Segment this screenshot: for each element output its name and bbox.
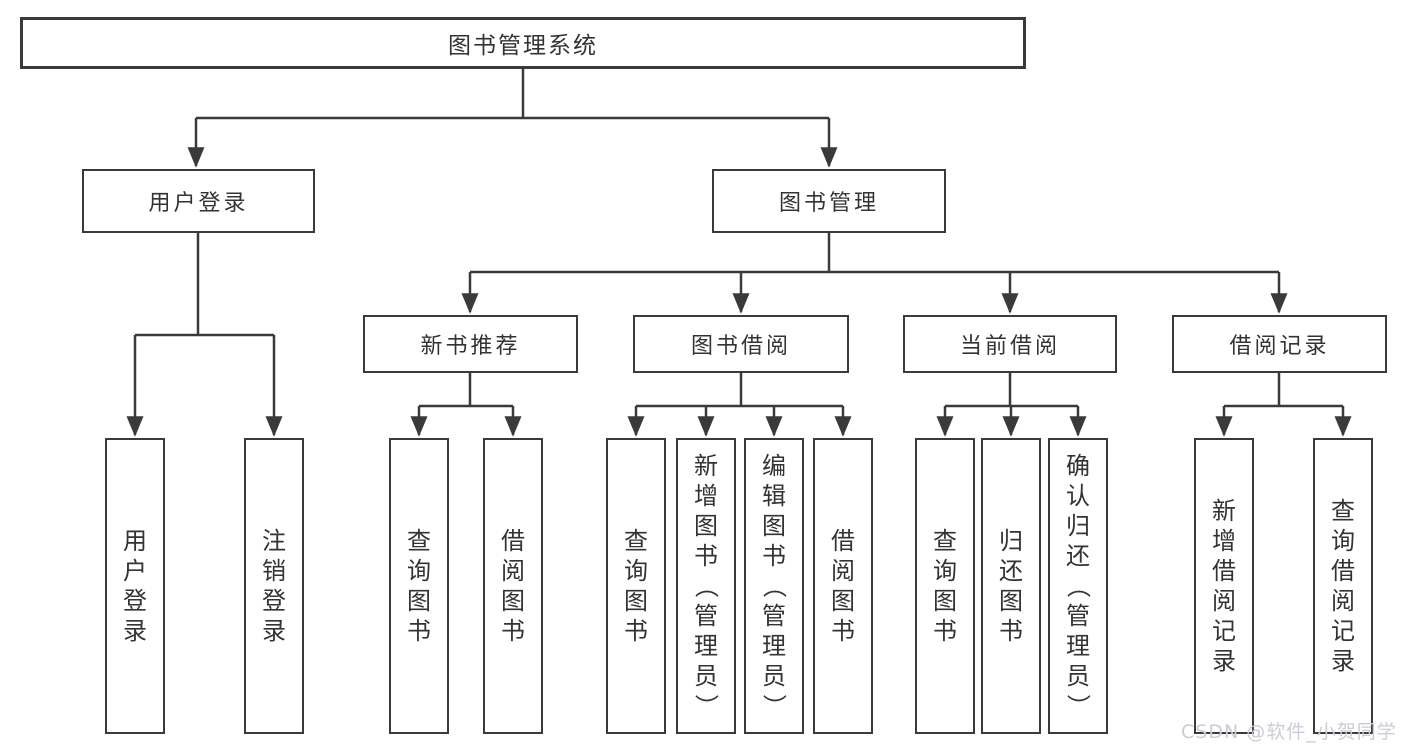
- watermark: CSDN @软件_小贺同学: [1181, 721, 1397, 743]
- node-current-borrow-label: 当前借阅: [959, 334, 1060, 359]
- leaf-recommend-query-books-label: 查询图书: [407, 527, 431, 645]
- node-book-borrow: 图书借阅: [633, 315, 849, 373]
- node-root-label: 图书管理系统: [448, 33, 598, 59]
- leaf-current-return-books-label: 归还图书: [999, 527, 1023, 645]
- leaf-borrow-borrow-books-label: 借阅图书: [831, 527, 855, 645]
- leaf-borrow-query-books: 查询图书: [606, 438, 666, 734]
- leaf-user-login-label: 用户登录: [123, 527, 147, 645]
- node-new-book-recommend-label: 新书推荐: [420, 334, 521, 359]
- node-borrow-records-label: 借阅记录: [1229, 334, 1330, 359]
- node-root: 图书管理系统: [20, 17, 1026, 69]
- leaf-records-add-record: 新增借阅记录: [1194, 438, 1254, 734]
- node-new-book-recommend: 新书推荐: [363, 315, 578, 373]
- leaf-current-query-books-label: 查询图书: [933, 527, 957, 645]
- node-book-management-label: 图书管理: [778, 191, 879, 216]
- leaf-recommend-borrow-books: 借阅图书: [483, 438, 543, 734]
- leaf-borrow-add-books: 新增图书（管理员）: [676, 438, 736, 734]
- leaf-logout: 注销登录: [244, 438, 304, 734]
- leaf-logout-label: 注销登录: [262, 527, 286, 645]
- node-user-login-label: 用户登录: [148, 191, 249, 216]
- node-borrow-records: 借阅记录: [1172, 315, 1387, 373]
- leaf-user-login: 用户登录: [105, 438, 165, 734]
- leaf-current-return-books: 归还图书: [981, 438, 1041, 734]
- leaf-recommend-query-books: 查询图书: [389, 438, 449, 734]
- leaf-records-add-record-label: 新增借阅记录: [1212, 497, 1236, 675]
- leaf-current-query-books: 查询图书: [915, 438, 975, 734]
- leaf-records-query-record-label: 查询借阅记录: [1331, 497, 1355, 675]
- leaf-recommend-borrow-books-label: 借阅图书: [501, 527, 525, 645]
- node-current-borrow: 当前借阅: [903, 315, 1117, 373]
- leaf-borrow-edit-books: 编辑图书（管理员）: [744, 438, 804, 734]
- leaf-current-confirm-return: 确认归还（管理员）: [1048, 438, 1108, 734]
- node-book-management: 图书管理: [712, 169, 946, 233]
- node-user-login: 用户登录: [82, 169, 315, 233]
- leaf-borrow-edit-books-label: 编辑图书（管理员）: [760, 452, 788, 718]
- leaf-records-query-record: 查询借阅记录: [1313, 438, 1373, 734]
- leaf-borrow-borrow-books: 借阅图书: [813, 438, 873, 734]
- leaf-borrow-add-books-label: 新增图书（管理员）: [692, 452, 720, 718]
- leaf-borrow-query-books-label: 查询图书: [624, 527, 648, 645]
- node-book-borrow-label: 图书借阅: [690, 334, 791, 359]
- leaf-current-confirm-return-label: 确认归还（管理员）: [1064, 452, 1092, 718]
